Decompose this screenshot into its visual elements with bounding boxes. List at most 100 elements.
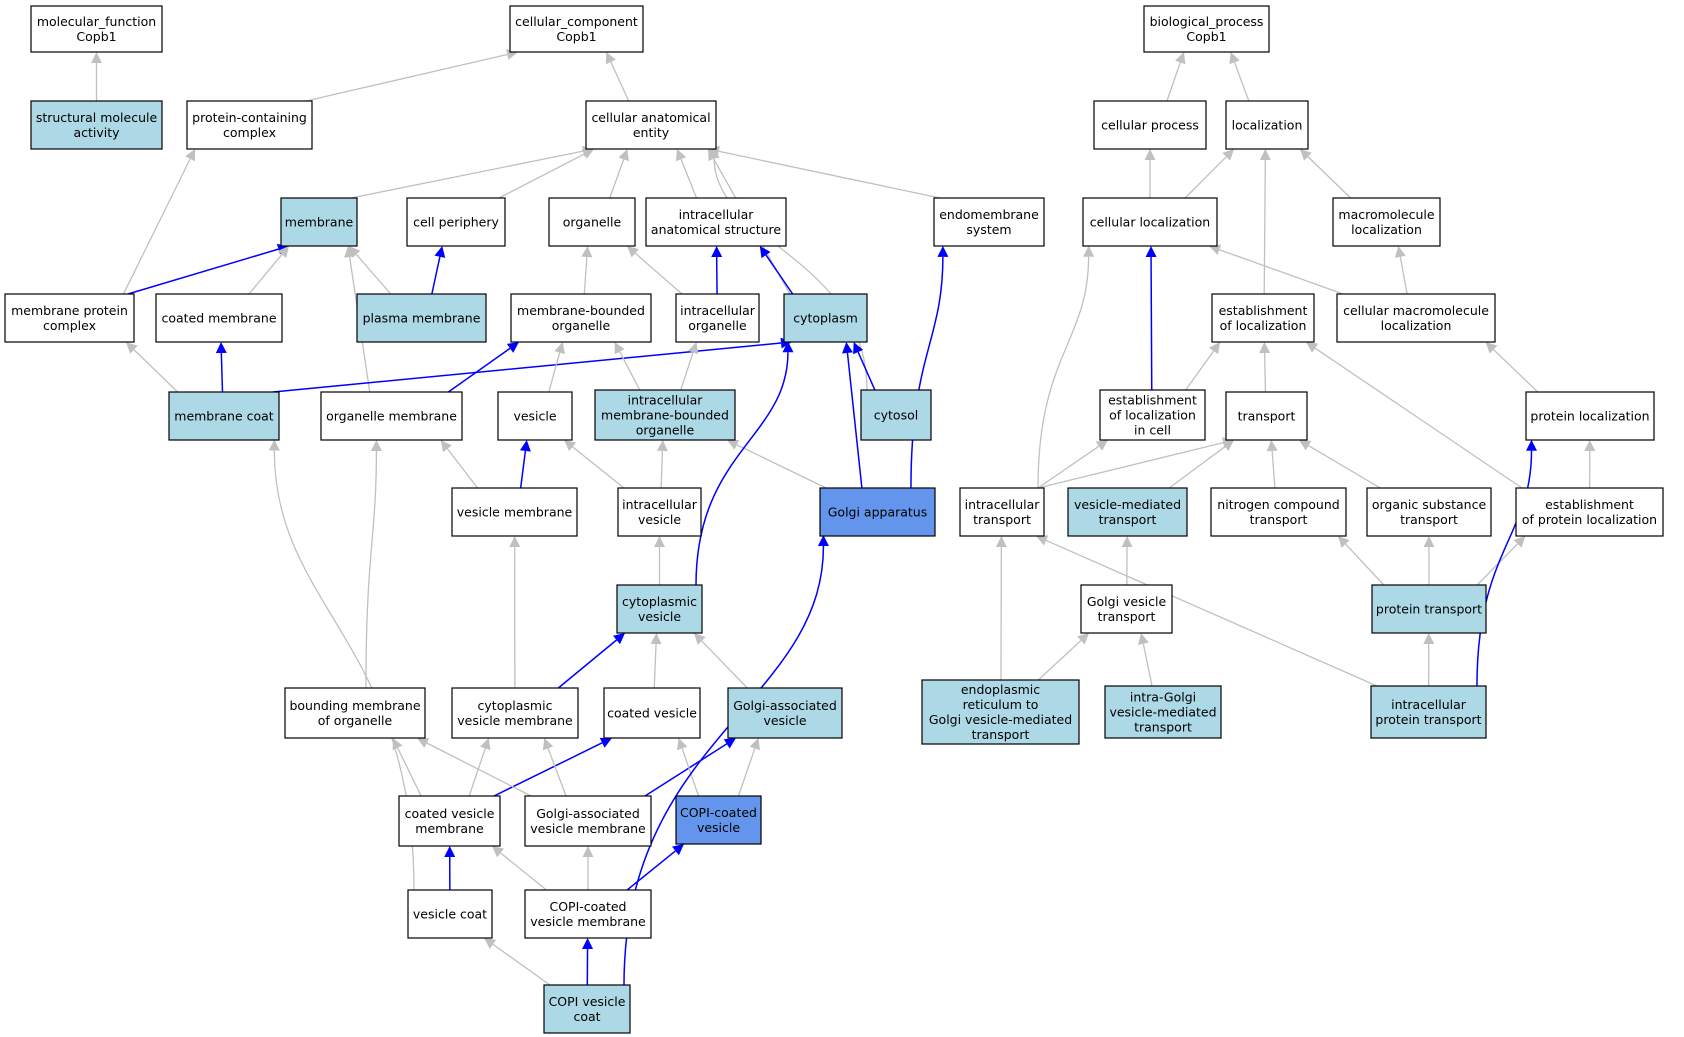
edge-coated-vesicle-to-cyto-vesicle (653, 643, 657, 689)
node-plasma-membrane[interactable]: plasma membrane (356, 293, 487, 343)
node-box (616, 584, 703, 634)
edge-vm-transport-to-transport (1168, 446, 1226, 489)
node-box (524, 795, 652, 847)
node-label: vesicle-mediated (1109, 705, 1216, 720)
node-box (933, 197, 1045, 247)
node-coated-vesicle[interactable]: coated vesicle (603, 687, 701, 739)
arrowhead (853, 342, 864, 355)
edge-transport-to-est-loc (1263, 352, 1267, 393)
node-label: organelle (636, 423, 695, 438)
arrowhead (582, 938, 594, 950)
node-label: of organelle (318, 713, 393, 728)
node-box (30, 5, 163, 53)
arrowhead (1221, 440, 1234, 451)
arrowhead (1259, 342, 1271, 354)
node-label: organelle (552, 318, 611, 333)
node-label: vesicle membrane (530, 914, 646, 929)
node-label: intracellular (1391, 697, 1467, 712)
node-organelle-membrane[interactable]: organelle membrane (320, 391, 463, 441)
node-golgi[interactable]: Golgi apparatus (819, 487, 936, 537)
node-protein-loc[interactable]: protein localization (1525, 391, 1655, 441)
node-transport[interactable]: transport (1225, 391, 1308, 441)
node-vesicle-coat[interactable]: vesicle coat (407, 889, 493, 939)
node-coated-membrane[interactable]: coated membrane (155, 293, 283, 343)
node-label: plasma membrane (363, 311, 481, 326)
node-label: vesicle (638, 512, 681, 527)
node-protein-transport[interactable]: protein transport (1371, 584, 1487, 634)
node-box (356, 293, 487, 343)
node-label: localization (1232, 118, 1303, 133)
arrowhead (1584, 440, 1596, 452)
edge-ic-transport-to-est-loc-cell (1037, 445, 1100, 489)
node-cell-process[interactable]: cellular process (1093, 100, 1207, 150)
edge-copi-coat-to-vesicle-coat (492, 943, 551, 986)
node-box (1093, 100, 1207, 150)
arrowhead (268, 439, 280, 451)
arrowhead (484, 938, 497, 949)
arrowhead (1144, 149, 1156, 160)
node-label: cellular_component (515, 14, 638, 29)
node-organelle[interactable]: organelle (548, 197, 636, 247)
node-box (1332, 197, 1441, 247)
node-vesicle-membrane[interactable]: vesicle membrane (451, 487, 578, 537)
node-box (1211, 293, 1315, 343)
edge-bmo-to-organelle-membrane (365, 450, 378, 689)
node-cell-loc[interactable]: cellular localization (1082, 197, 1218, 247)
node-cell-periphery[interactable]: cell periphery (406, 197, 506, 247)
node-vesicle[interactable]: vesicle (497, 391, 573, 441)
arrowhead (581, 149, 594, 159)
node-membrane[interactable]: membrane (280, 197, 358, 247)
node-localization[interactable]: localization (1225, 100, 1309, 150)
edge-er-golgi-to-golgi-vt (1037, 640, 1082, 681)
node-cytosol[interactable]: cytosol (860, 389, 932, 441)
node-label: transport (972, 727, 1030, 742)
arrowhead (613, 633, 625, 645)
node-label: coated vesicle (405, 806, 495, 821)
arrowhead (727, 439, 740, 450)
arrowhead (1300, 149, 1312, 161)
node-membrane-coat[interactable]: membrane coat (168, 391, 280, 441)
edge-cyto-vesicle-to-cytoplasm (695, 352, 789, 586)
node-label: protein transport (1375, 712, 1481, 727)
edge-ic-transport-to-cell-loc (1037, 256, 1090, 489)
node-cytoplasm[interactable]: cytoplasm (783, 293, 868, 343)
node-box (407, 889, 493, 939)
node-box (1371, 584, 1487, 634)
arrowhead (1299, 440, 1312, 451)
